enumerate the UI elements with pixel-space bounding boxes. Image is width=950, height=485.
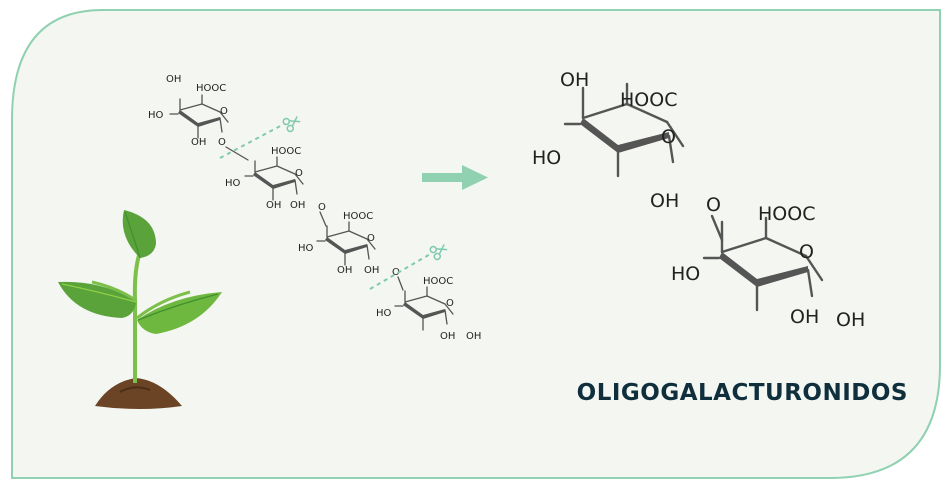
sugar-unit-2: HOOC O HO OH OH O	[225, 146, 326, 213]
atom-hooc: HOOC	[343, 211, 373, 222]
atom-o-ring: O	[220, 106, 228, 117]
atom-oh: OH	[790, 306, 819, 328]
atom-oh: OH	[440, 331, 455, 342]
title: OLIGOGALACTURONIDOS	[576, 380, 908, 406]
atom-oh: OH	[560, 69, 589, 91]
scissors-icon	[429, 244, 448, 261]
atom-ho: HO	[376, 308, 392, 319]
dimer-structure: OH HOOC O HO OH O HOOC O HO OH OH	[532, 69, 865, 331]
background-panel	[11, 9, 941, 479]
atom-o-link: O	[706, 194, 721, 216]
atom-o-ring: O	[661, 126, 676, 148]
atom-oh: OH	[650, 190, 679, 212]
reaction-arrow-icon	[422, 165, 488, 190]
cut-line	[369, 252, 433, 290]
sugar-unit-bottom: HOOC O HO OH OH	[671, 203, 865, 331]
atom-oh: OH	[191, 137, 206, 148]
atom-ho: HO	[671, 263, 700, 285]
sugar-unit-1: OH HOOC O HO OH O	[148, 74, 229, 148]
atom-ho: HO	[148, 110, 164, 121]
atom-o-link: O	[392, 267, 400, 278]
atom-oh: OH	[364, 265, 379, 276]
atom-o-ring: O	[367, 233, 375, 244]
polymer-chain: OH HOOC O HO OH O HOOC O HO OH OH O HOOC…	[148, 74, 481, 342]
sugar-unit-top: OH HOOC O HO OH O	[532, 69, 721, 216]
atom-hooc: HOOC	[271, 146, 301, 157]
atom-oh: OH	[466, 331, 481, 342]
atom-o-ring: O	[799, 241, 814, 263]
sugar-unit-4: HOOC O HO OH OH	[376, 276, 481, 342]
atom-oh: OH	[836, 309, 865, 331]
sugar-unit-3: HOOC O HO OH OH O	[298, 211, 400, 278]
atom-oh: OH	[266, 200, 281, 211]
atom-oh: OH	[337, 265, 352, 276]
atom-hooc: HOOC	[758, 203, 815, 225]
atom-oh: OH	[166, 74, 181, 85]
atom-o-link: O	[318, 202, 326, 213]
atom-o-ring: O	[446, 298, 454, 309]
atom-hooc: HOOC	[620, 89, 677, 111]
seedling-icon	[58, 210, 222, 409]
atom-o-ring: O	[295, 168, 303, 179]
atom-o-link: O	[218, 137, 226, 148]
atom-ho: HO	[298, 243, 314, 254]
atom-ho: HO	[225, 178, 241, 189]
atom-hooc: HOOC	[423, 276, 453, 287]
atom-ho: HO	[532, 147, 561, 169]
atom-hooc: HOOC	[196, 83, 226, 94]
scissors-icon	[282, 116, 301, 133]
atom-oh: OH	[290, 200, 305, 211]
